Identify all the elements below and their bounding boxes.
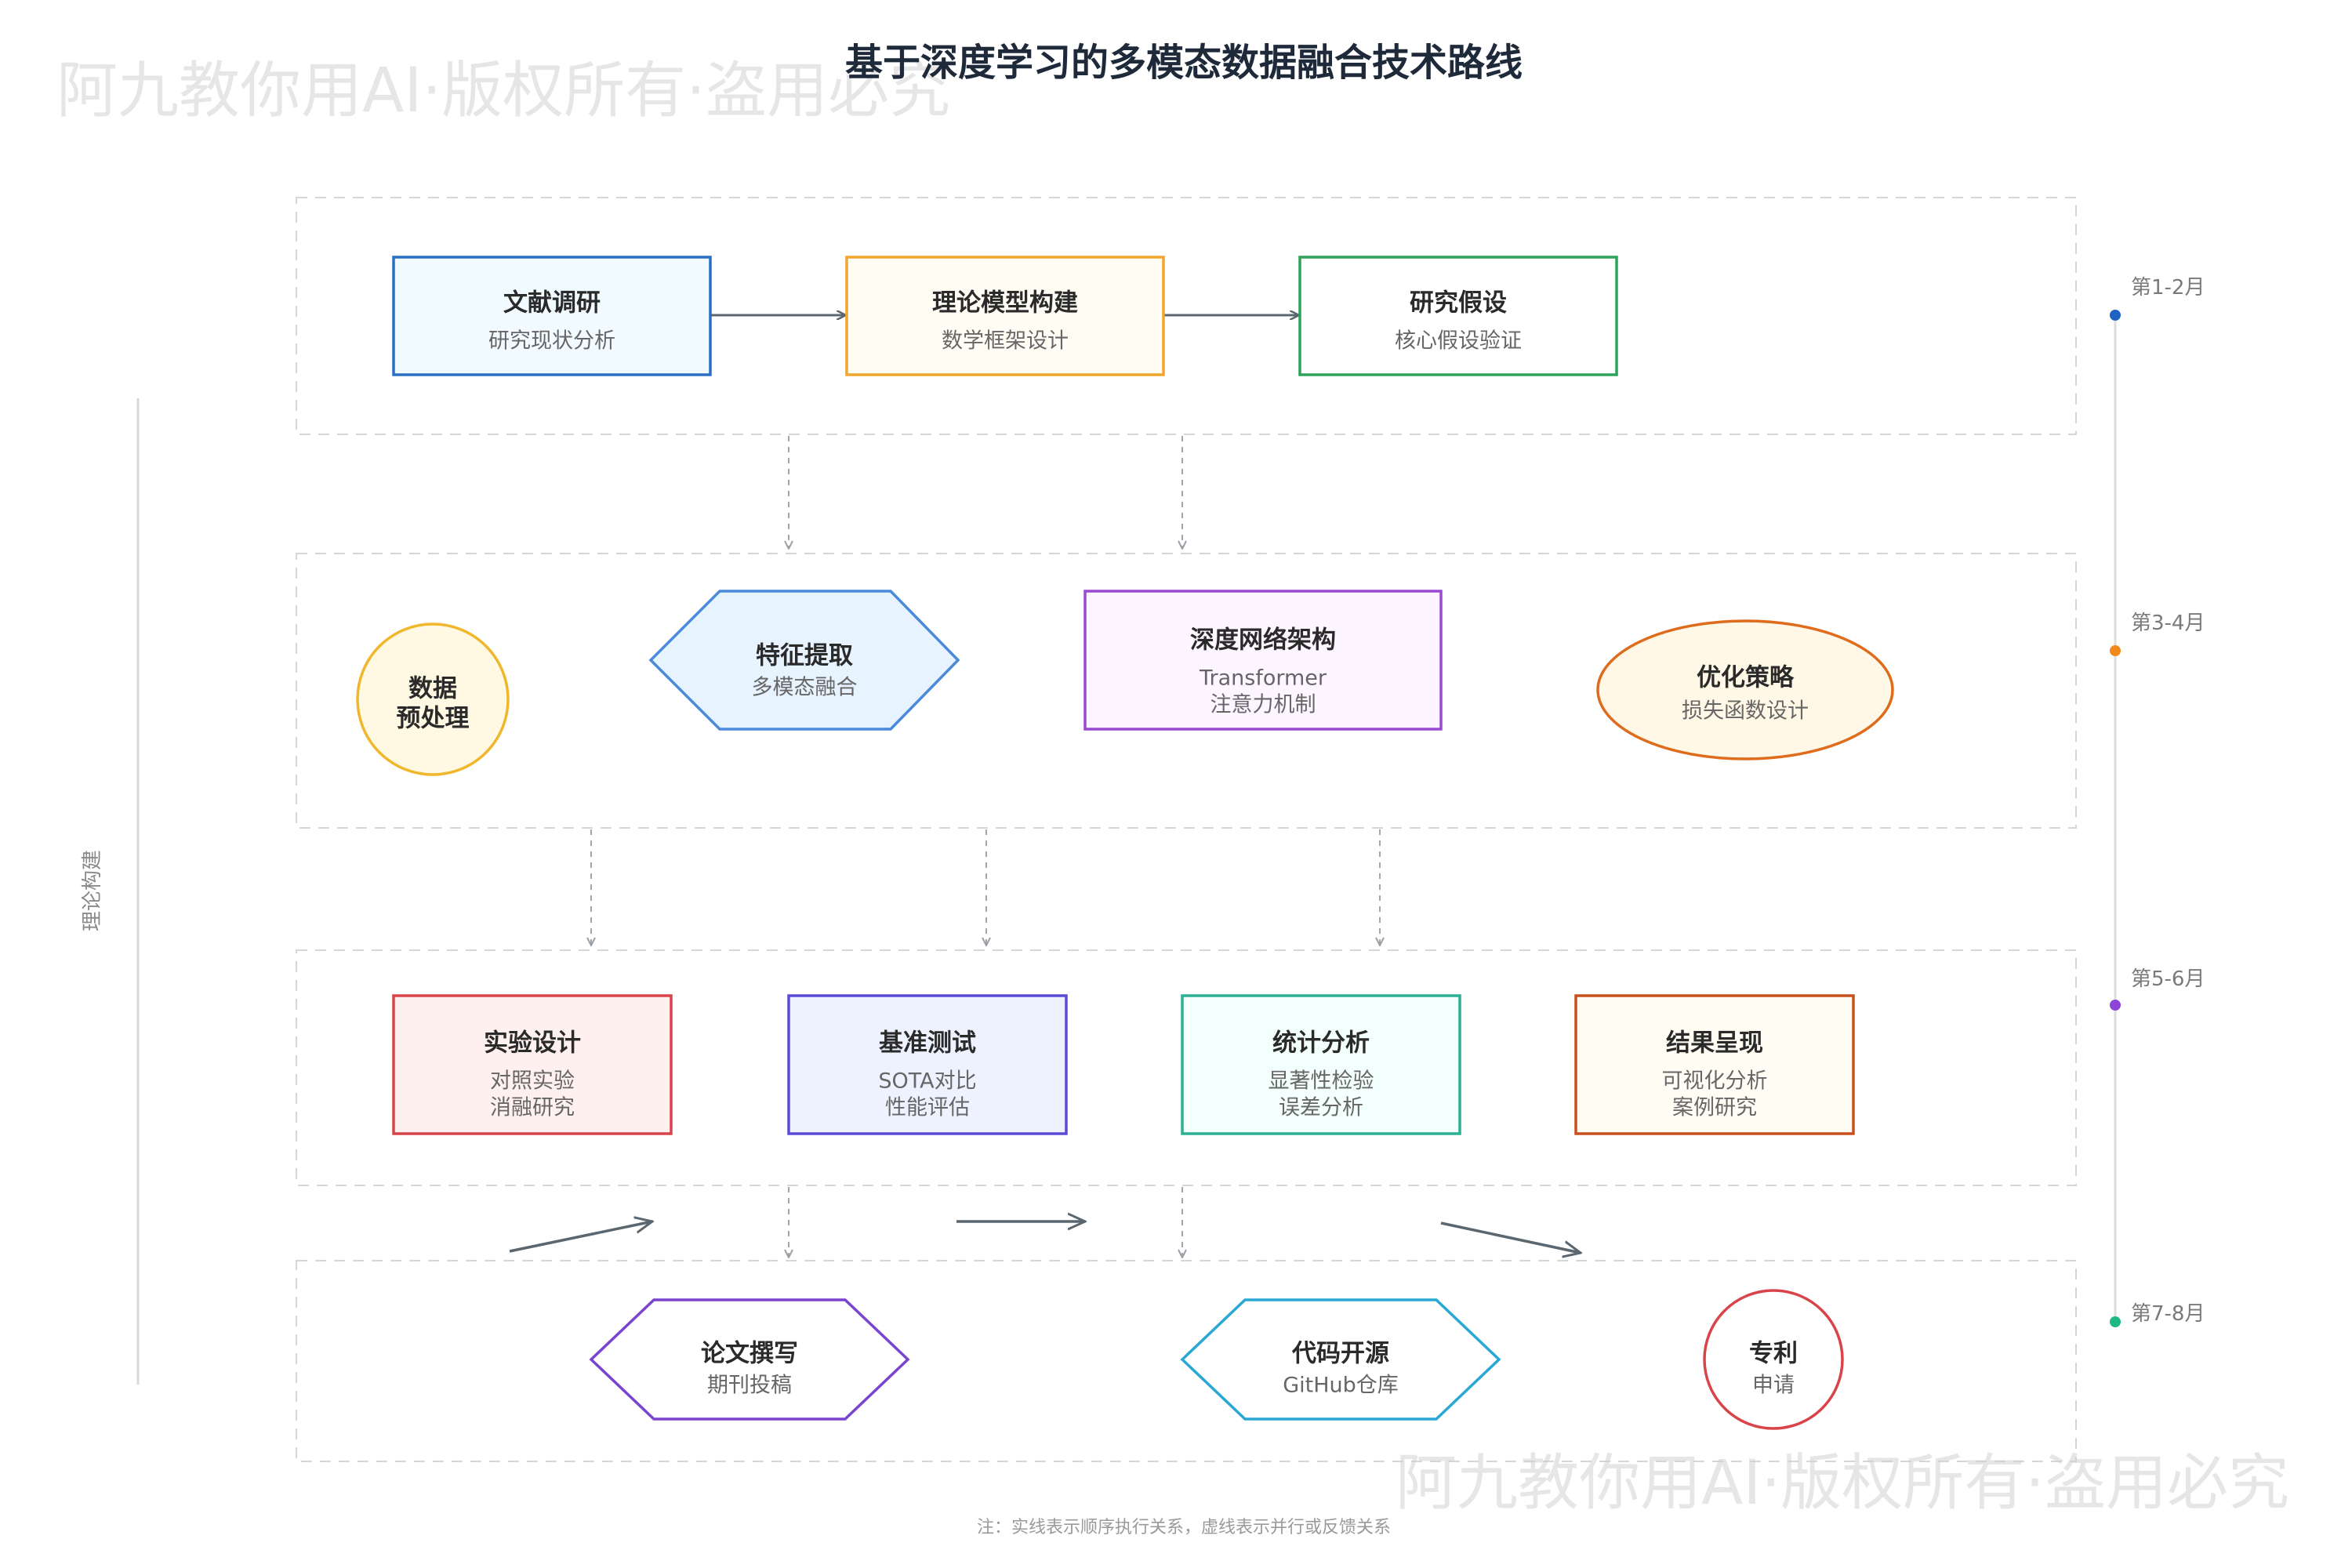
node-label: 基准测试 xyxy=(879,1029,976,1058)
node-sub: 研究现状分析 xyxy=(488,329,615,354)
node-label: 代码开源 xyxy=(1291,1340,1389,1368)
node-experiment-design: 实验设计 对照实验 消融研究 xyxy=(392,994,673,1135)
node-shape xyxy=(1596,619,1894,760)
node-shape xyxy=(392,256,712,376)
timeline-marker-3: 第5-6月 xyxy=(2110,967,2205,1011)
node-sub: 核心假设验证 xyxy=(1395,329,1522,354)
node-sub: 案例研究 xyxy=(1672,1096,1757,1120)
node-sub: 对照实验 xyxy=(490,1069,575,1094)
node-sub: 显著性检验 xyxy=(1269,1069,1374,1094)
node-hypothesis: 研究假设 核心假设验证 xyxy=(1298,256,1618,376)
node-label-2: 预处理 xyxy=(397,705,470,733)
node-shape xyxy=(845,256,1165,376)
timeline-phase-label: 第3-4月 xyxy=(2131,612,2205,635)
node-label: 优化策略 xyxy=(1697,664,1795,692)
node-sub: 数学框架设计 xyxy=(942,329,1069,354)
node-label: 数据 xyxy=(408,675,457,703)
node-shape xyxy=(1181,994,1461,1135)
node-label: 实验设计 xyxy=(484,1029,581,1058)
node-sub: SOTA对比 xyxy=(878,1069,976,1094)
node-sub: 多模态融合 xyxy=(752,676,858,700)
node-sub: 期刊投稿 xyxy=(707,1374,792,1398)
timeline-phase-label: 第7-8月 xyxy=(2131,1302,2205,1326)
node-sub: 损失函数设计 xyxy=(1682,699,1809,724)
node-label: 统计分析 xyxy=(1272,1029,1370,1058)
node-shape xyxy=(1703,1289,1844,1430)
node-results: 结果呈现 可视化分析 案例研究 xyxy=(1574,994,1855,1135)
legend-note: 注：实线表示顺序执行关系，虚线表示并行或反馈关系 xyxy=(977,1518,1391,1537)
node-sub: 申请 xyxy=(1752,1374,1795,1398)
node-sub: 消融研究 xyxy=(490,1096,575,1120)
node-sub: GitHub仓库 xyxy=(1283,1374,1399,1398)
node-shape xyxy=(1083,590,1443,731)
node-label: 文献调研 xyxy=(503,289,601,318)
node-shape xyxy=(392,994,673,1135)
timeline-dot xyxy=(2110,1316,2121,1327)
node-paper-writing: 论文撰写 期刊投稿 xyxy=(589,1298,910,1421)
timeline-dot xyxy=(2110,1000,2121,1011)
node-label: 深度网络架构 xyxy=(1190,626,1336,655)
node-shape xyxy=(1574,994,1855,1135)
node-optimization: 优化策略 损失函数设计 xyxy=(1596,619,1894,760)
node-label: 特征提取 xyxy=(756,642,853,670)
timeline-phase-label: 第5-6月 xyxy=(2131,967,2205,991)
node-benchmark: 基准测试 SOTA对比 性能评估 xyxy=(787,994,1068,1135)
arrow-flow-1 xyxy=(509,1221,652,1253)
node-sub: 性能评估 xyxy=(885,1096,970,1120)
node-statistical-analysis: 统计分析 显著性检验 误差分析 xyxy=(1181,994,1461,1135)
node-feature-extraction: 特征提取 多模态融合 xyxy=(648,590,960,731)
node-label: 结果呈现 xyxy=(1666,1029,1763,1058)
timeline-dot xyxy=(2110,310,2121,321)
node-sub: 注意力机制 xyxy=(1210,693,1316,717)
node-label: 研究假设 xyxy=(1410,289,1507,318)
node-deep-network: 深度网络架构 Transformer 注意力机制 xyxy=(1083,590,1443,731)
timeline-marker-1: 第1-2月 xyxy=(2110,276,2205,321)
node-open-source: 代码开源 GitHub仓库 xyxy=(1180,1298,1501,1421)
node-shape xyxy=(787,994,1068,1135)
node-sub: 误差分析 xyxy=(1279,1096,1363,1120)
phase-band-1 xyxy=(296,197,2077,435)
side-label: 理论构建 xyxy=(81,850,104,931)
node-shape xyxy=(1298,256,1618,376)
arrow-flow-3 xyxy=(1440,1221,1581,1253)
watermark-bottom: 阿九教你用AI·版权所有·盗用必究 xyxy=(1396,1448,2289,1519)
node-literature-review: 文献调研 研究现状分析 xyxy=(392,256,712,376)
phase-band-3 xyxy=(296,949,2077,1186)
timeline-marker-2: 第3-4月 xyxy=(2110,612,2205,656)
watermark-top: 阿九教你用AI·版权所有·盗用必究 xyxy=(56,56,950,126)
node-shape xyxy=(1180,1298,1501,1421)
node-shape xyxy=(589,1298,910,1421)
timeline-marker-4: 第7-8月 xyxy=(2110,1302,2205,1327)
timeline-dot xyxy=(2110,645,2121,656)
phase-band-4 xyxy=(296,1260,2077,1462)
timeline-phase-label: 第1-2月 xyxy=(2131,276,2205,299)
node-label: 理论模型构建 xyxy=(932,289,1078,318)
node-data-preprocessing: 数据 预处理 xyxy=(356,622,510,776)
node-label: 专利 xyxy=(1749,1340,1798,1368)
node-sub: Transformer xyxy=(1199,666,1327,691)
node-sub: 可视化分析 xyxy=(1662,1069,1768,1094)
node-shape xyxy=(356,622,510,776)
page-title: 基于深度学习的多模态数据融合技术路线 xyxy=(845,41,1523,85)
node-theory-model: 理论模型构建 数学框架设计 xyxy=(845,256,1165,376)
phase-band-2 xyxy=(296,553,2077,829)
node-label: 论文撰写 xyxy=(701,1340,798,1368)
node-patent: 专利 申请 xyxy=(1703,1289,1844,1430)
node-shape xyxy=(648,590,960,731)
